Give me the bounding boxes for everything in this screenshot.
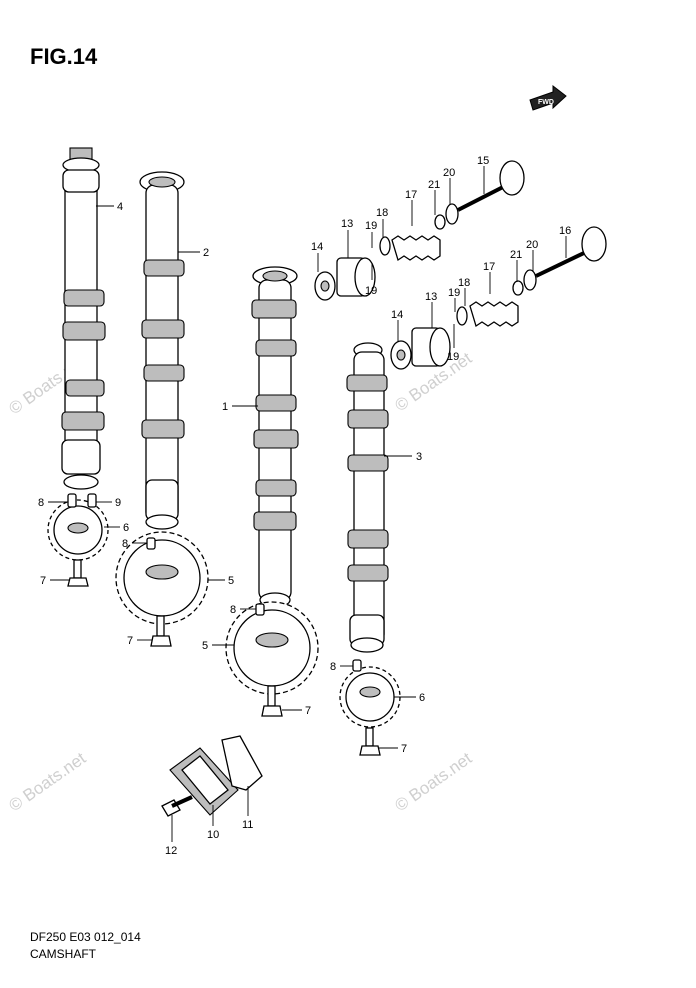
- callout-7: 7: [127, 635, 133, 647]
- callout-17: 17: [483, 261, 495, 273]
- callout-19: 19: [365, 220, 377, 232]
- callout-13: 13: [341, 218, 353, 230]
- sprocket-6-left: [47, 499, 109, 561]
- callout-7: 7: [401, 743, 407, 755]
- camshaft-3: [346, 342, 389, 653]
- callout-4: 4: [117, 201, 123, 213]
- gasket-11: [221, 735, 263, 791]
- callout-14: 14: [391, 309, 403, 321]
- figure-code: DF250 E03 012_014: [30, 930, 141, 944]
- callout-11: 11: [242, 819, 253, 831]
- callout-8: 8: [330, 661, 336, 673]
- callout-8: 8: [38, 497, 44, 509]
- cam-cover-10: [169, 747, 239, 816]
- callout-15: 15: [477, 155, 489, 167]
- valve-assembly-lower: [390, 226, 607, 370]
- callout-8: 8: [122, 538, 128, 550]
- fwd-arrow-icon: FWD: [529, 84, 567, 111]
- callout-13: 13: [425, 291, 437, 303]
- sprocket-bolts: [67, 559, 381, 756]
- callout-6: 6: [123, 522, 129, 534]
- figure-caption: CAMSHAFT: [30, 947, 96, 961]
- fwd-label: FWD: [538, 99, 554, 106]
- watermark-text: © Boats.net: [5, 748, 89, 815]
- callout-10: 10: [207, 829, 219, 841]
- callout-12: 12: [165, 845, 177, 857]
- sprocket-5-left: [115, 531, 209, 625]
- figure-title: FIG.14: [30, 44, 98, 69]
- callout-19: 19: [447, 351, 459, 363]
- callout-19: 19: [365, 285, 377, 297]
- callout-8: 8: [230, 604, 236, 616]
- camshaft-1: [251, 266, 299, 608]
- callout-7: 7: [40, 575, 46, 587]
- callout-14: 14: [311, 241, 323, 253]
- callout-9: 9: [115, 497, 121, 509]
- watermark-text: © Boats.net: [391, 748, 475, 815]
- callout-5: 5: [228, 575, 234, 587]
- callout-18: 18: [458, 277, 470, 289]
- callout-21: 21: [510, 249, 522, 261]
- callout-21: 21: [428, 179, 440, 191]
- callout-5: 5: [202, 640, 208, 652]
- camshaft-4: [61, 147, 106, 490]
- callout-18: 18: [376, 207, 388, 219]
- sprocket-6-right: [339, 666, 401, 728]
- valve-assembly-upper: [314, 160, 525, 301]
- sprocket-5-center: [225, 601, 319, 695]
- callout-1: 1: [222, 401, 228, 413]
- camshaft-2: [139, 171, 185, 530]
- callout-numbers: 4 2 1 3 8 9 6 7 8 5 7 8 5 7 8 6 7 10 11 …: [38, 155, 571, 857]
- bolt-12: [161, 795, 193, 817]
- callout-7: 7: [305, 705, 311, 717]
- callout-19: 19: [448, 287, 460, 299]
- dowel-pins: [67, 493, 362, 672]
- leader-lines: [48, 166, 567, 842]
- callout-3: 3: [416, 451, 422, 463]
- callout-20: 20: [526, 239, 538, 251]
- callout-2: 2: [203, 247, 209, 259]
- callout-20: 20: [443, 167, 455, 179]
- callout-6: 6: [419, 692, 425, 704]
- callout-16: 16: [559, 225, 571, 237]
- callout-17: 17: [405, 189, 417, 201]
